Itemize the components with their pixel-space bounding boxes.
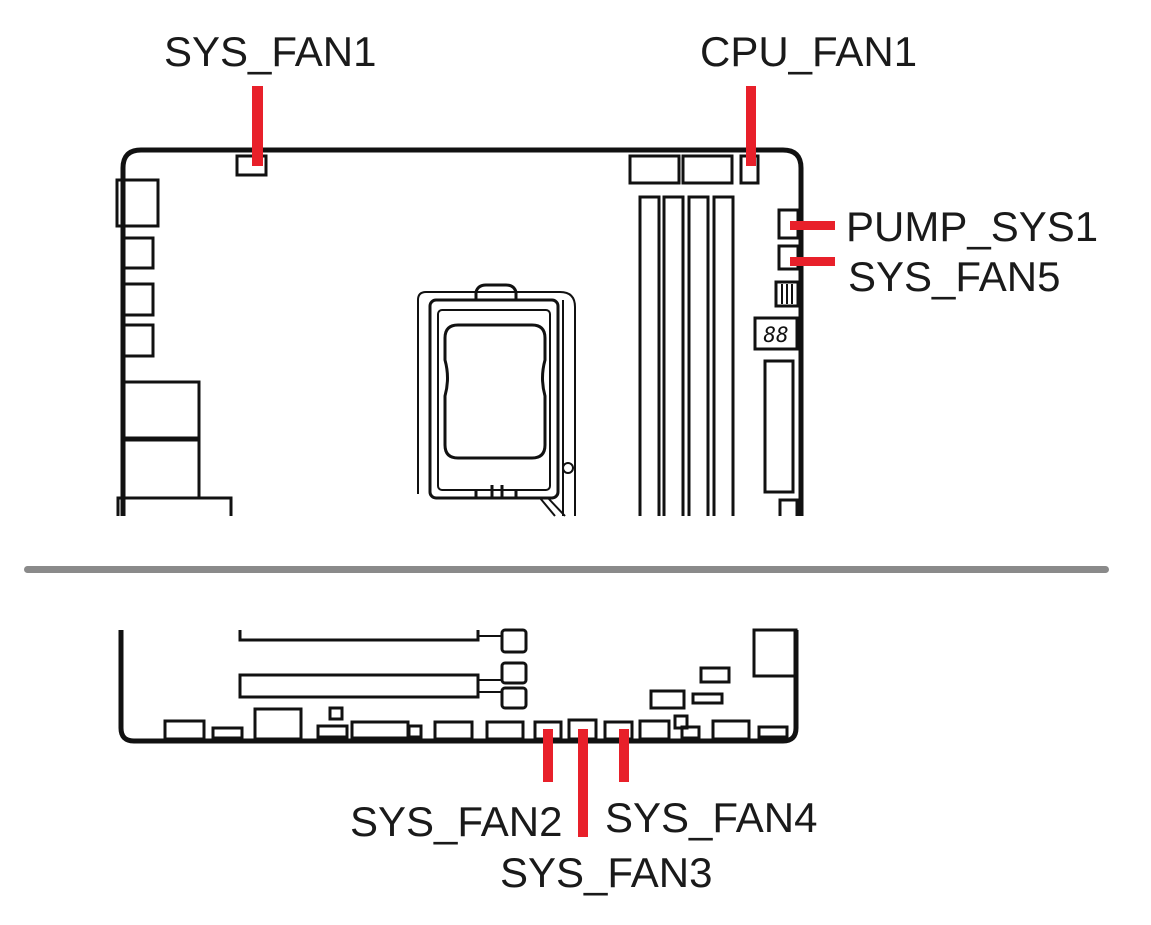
label-sys-fan1: SYS_FAN1: [164, 28, 376, 75]
bottom-header: [407, 724, 423, 739]
label-sys-fan5: SYS_FAN5: [848, 253, 1060, 300]
battery-holder: [752, 628, 798, 678]
bottom-header: [638, 719, 671, 741]
bottom-header: [711, 719, 751, 741]
socket-screw: [562, 462, 574, 474]
top-connector: [681, 154, 734, 185]
leader-sys-fan2: [543, 729, 553, 782]
label-sys-fan2: SYS_FAN2: [350, 798, 562, 845]
cpu-socket: [417, 283, 576, 517]
io-block: [115, 178, 160, 228]
bottom-header: [211, 726, 244, 740]
io-block: [121, 380, 201, 440]
pcie-slot: [238, 673, 480, 699]
dimm-slot: [712, 195, 735, 516]
board-outline-top: [120, 147, 804, 516]
dimm-slot: [687, 195, 710, 516]
pcie-latch: [500, 686, 528, 710]
label-sys-fan4: SYS_FAN4: [605, 794, 817, 841]
pcie-latch: [500, 661, 528, 685]
io-block: [121, 438, 201, 500]
label-pump-sys1: PUMP_SYS1: [846, 203, 1098, 250]
socket-latch-bottom: [474, 485, 518, 498]
cpu-ihs: [443, 323, 547, 460]
socket-lever-outer: [417, 291, 576, 516]
connector-labels: SYS_FAN1 CPU_FAN1 PUMP_SYS1 SYS_FAN5 SYS…: [164, 28, 1098, 896]
leader-sys-fan5: [790, 257, 835, 266]
small-connector: [699, 666, 731, 684]
io-port: [120, 282, 155, 317]
bottom-edge-headers: [163, 706, 789, 741]
leader-sys-fan1: [252, 86, 263, 166]
bottom-header: [485, 720, 525, 741]
socket-retention: [539, 497, 566, 517]
section-divider: [24, 566, 1109, 573]
label-cpu-fan1: CPU_FAN1: [700, 28, 917, 75]
board-top-section: 88: [115, 147, 804, 517]
bottom-header: [328, 706, 344, 721]
pcie-latch: [500, 628, 528, 654]
dimm-slots: [638, 195, 735, 516]
dimm-slot: [638, 195, 661, 516]
right-edge-block: [778, 498, 799, 516]
io-block: [116, 496, 233, 516]
dimm-slot: [662, 195, 685, 516]
bottom-header: [680, 725, 701, 740]
bottom-header: [253, 707, 303, 741]
leader-pump-sys1: [790, 221, 835, 230]
pcie-slot: [238, 630, 480, 642]
io-port: [120, 323, 155, 358]
bottom-header: [433, 720, 474, 741]
debug-led-digits: 88: [763, 323, 788, 347]
leader-lines: [252, 86, 835, 837]
bottom-header: [350, 720, 410, 740]
top-connector: [628, 154, 681, 185]
bottom-header: [163, 719, 206, 741]
leader-sys-fan4: [619, 729, 629, 782]
pcie-latch-arms: [478, 635, 502, 693]
socket-frame-inner: [437, 309, 551, 491]
small-connector: [691, 692, 724, 705]
bottom-header: [757, 725, 789, 739]
label-sys-fan3: SYS_FAN3: [500, 849, 712, 896]
socket-frame: [428, 298, 560, 500]
right-edge-connector: [774, 280, 800, 308]
io-port: [120, 236, 155, 270]
bottom-header: [316, 724, 349, 739]
sys-fan4-header: [603, 720, 634, 741]
leader-cpu-fan1: [746, 86, 756, 166]
sys-fan1-header: [235, 154, 268, 177]
leader-sys-fan3: [578, 729, 588, 837]
socket-latch-top: [474, 283, 518, 300]
connector-pins: [781, 284, 793, 304]
debug-led: [753, 316, 799, 351]
small-connector: [649, 689, 686, 710]
board-outline-bottom: [118, 630, 799, 744]
right-vertical-connector: [763, 359, 795, 494]
board-bottom-section: [118, 628, 799, 744]
